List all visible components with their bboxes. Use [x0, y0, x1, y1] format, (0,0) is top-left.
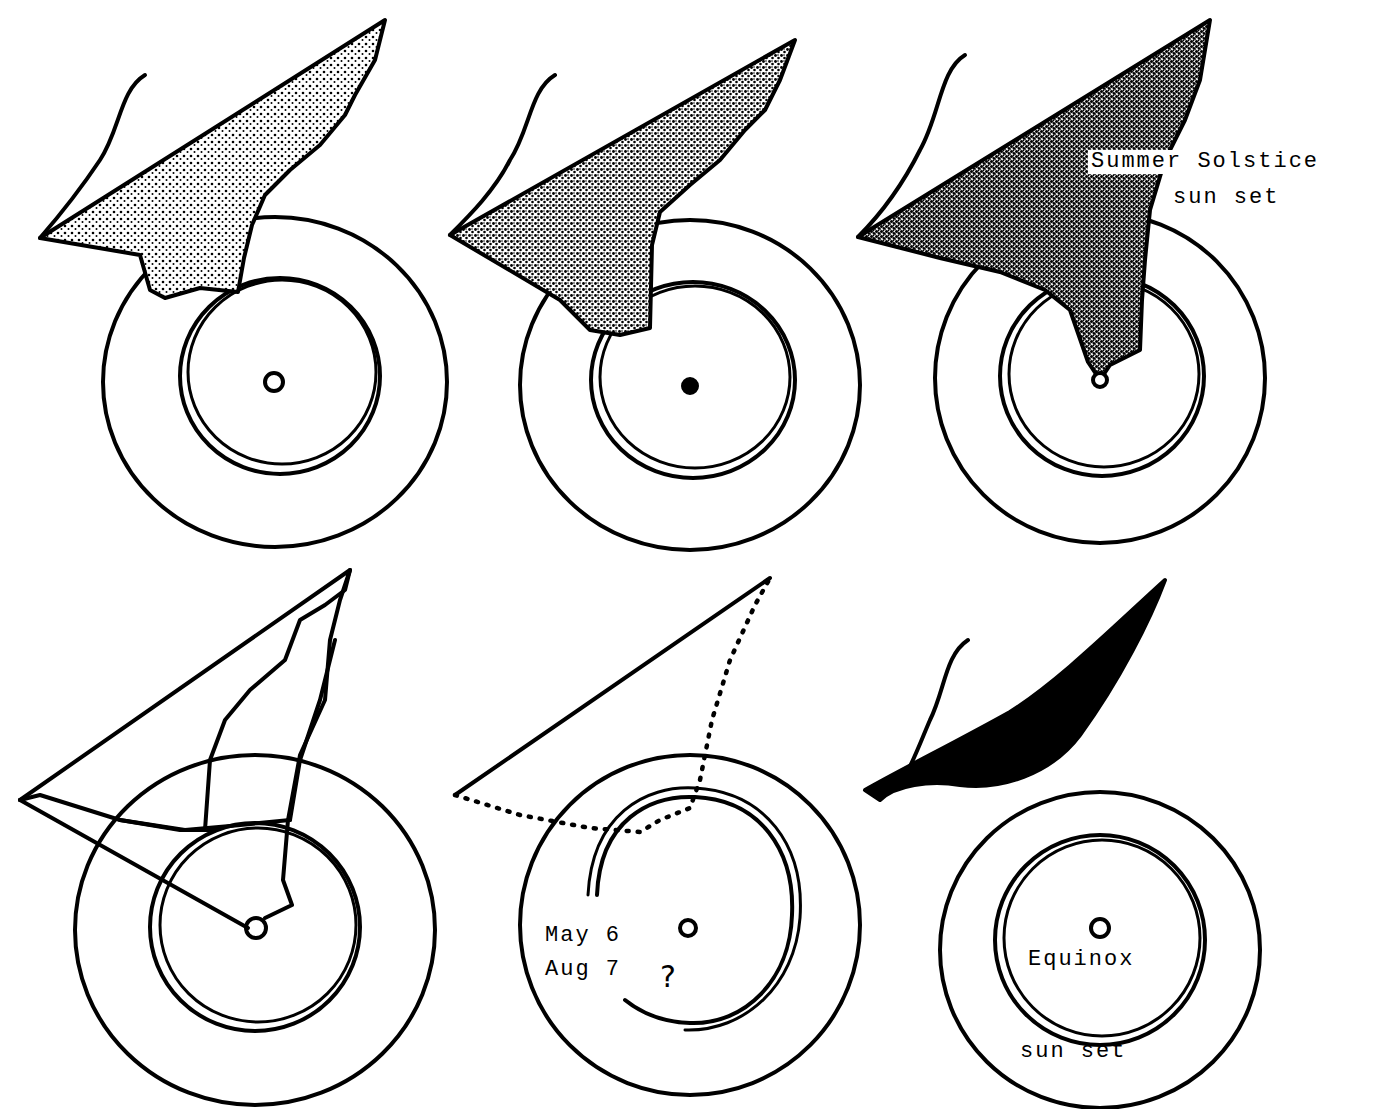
- panel-1: [40, 20, 447, 547]
- panel-3: [858, 20, 1265, 543]
- date-note: Summer Solstice: [1088, 150, 1322, 174]
- event-note: sun set: [1020, 1040, 1126, 1064]
- date-note: Equinox: [1028, 948, 1134, 972]
- event-note: sun set: [1170, 186, 1282, 210]
- query-mark: ?: [660, 960, 678, 993]
- panel-2: [450, 40, 860, 550]
- panel-6: [865, 580, 1260, 1108]
- date-note: Aug 7: [545, 958, 621, 982]
- panel-5: [455, 578, 860, 1095]
- panel-4: [20, 570, 435, 1105]
- date-note: May 6: [545, 924, 621, 948]
